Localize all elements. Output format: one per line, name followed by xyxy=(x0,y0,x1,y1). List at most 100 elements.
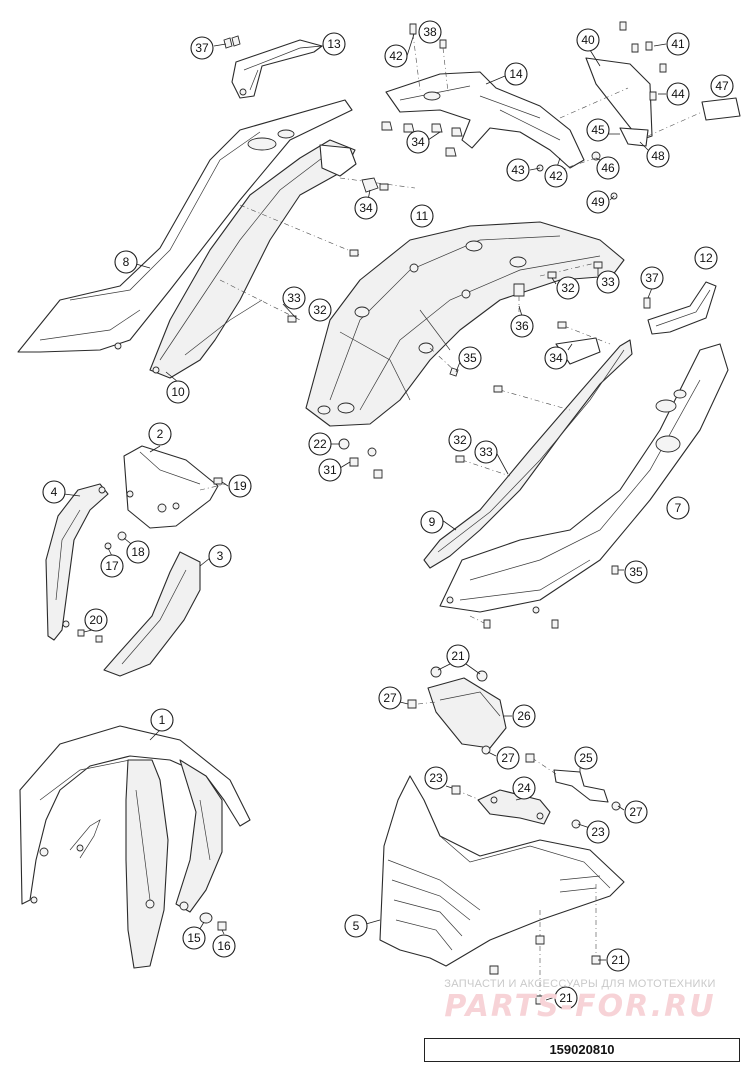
left-screws-dash xyxy=(219,177,416,323)
callout-17[interactable]: 17 xyxy=(100,547,124,578)
callout-18[interactable]: 18 xyxy=(123,537,150,564)
svg-text:27: 27 xyxy=(501,751,515,765)
svg-text:33: 33 xyxy=(287,291,301,305)
part-26-bracket xyxy=(407,666,507,755)
callout-21b[interactable]: 21 xyxy=(598,948,630,972)
svg-text:33: 33 xyxy=(601,275,615,289)
svg-text:47: 47 xyxy=(715,79,729,93)
svg-text:36: 36 xyxy=(515,319,529,333)
callout-1[interactable]: 1 xyxy=(149,708,174,741)
clips-34-top xyxy=(381,121,463,157)
svg-text:1: 1 xyxy=(159,713,166,727)
callout-35b[interactable]: 35 xyxy=(618,560,648,584)
callout-10[interactable]: 10 xyxy=(165,371,190,404)
svg-text:27: 27 xyxy=(629,805,643,819)
callout-19[interactable]: 19 xyxy=(221,474,252,498)
callout-21c[interactable]: 21 xyxy=(545,986,578,1010)
callout-34b[interactable]: 34 xyxy=(354,189,378,220)
callout-27c[interactable]: 27 xyxy=(617,800,648,824)
svg-text:42: 42 xyxy=(389,49,403,63)
callout-9[interactable]: 9 xyxy=(420,510,457,534)
callout-32b[interactable]: 32 xyxy=(551,276,580,300)
callout-34c[interactable]: 34 xyxy=(544,343,573,370)
svg-text:17: 17 xyxy=(105,559,119,573)
callout-40[interactable]: 40 xyxy=(576,28,601,67)
svg-text:19: 19 xyxy=(233,479,247,493)
svg-text:48: 48 xyxy=(651,149,665,163)
callout-41[interactable]: 41 xyxy=(653,32,690,56)
svg-text:8: 8 xyxy=(123,255,130,269)
callout-14[interactable]: 14 xyxy=(485,62,528,86)
svg-text:34: 34 xyxy=(359,201,373,215)
svg-text:35: 35 xyxy=(629,565,643,579)
screws-37-top xyxy=(223,35,241,49)
callout-33a[interactable]: 33 xyxy=(282,286,306,319)
callout-5[interactable]: 5 xyxy=(344,914,381,938)
part-14-tail-unit xyxy=(385,23,585,169)
callout-48[interactable]: 48 xyxy=(639,141,670,168)
svg-text:46: 46 xyxy=(601,161,615,175)
svg-text:14: 14 xyxy=(509,67,523,81)
callout-33c[interactable]: 33 xyxy=(474,440,509,475)
svg-text:12: 12 xyxy=(699,251,713,265)
callout-23b[interactable]: 23 xyxy=(577,820,610,844)
svg-text:22: 22 xyxy=(313,437,327,451)
part-11-rear-tray xyxy=(305,221,625,427)
callout-47[interactable]: 47 xyxy=(710,74,734,98)
callout-4[interactable]: 4 xyxy=(42,480,81,504)
callout-25[interactable]: 25 xyxy=(574,746,598,772)
callout-27a[interactable]: 27 xyxy=(378,686,409,710)
callout-13[interactable]: 13 xyxy=(299,32,346,56)
callout-45[interactable]: 45 xyxy=(586,118,620,142)
svg-text:3: 3 xyxy=(217,549,224,563)
callout-34a[interactable]: 34 xyxy=(406,130,441,154)
svg-text:2: 2 xyxy=(157,427,164,441)
callout-24[interactable]: 24 xyxy=(512,776,536,801)
svg-text:45: 45 xyxy=(591,123,605,137)
callout-15[interactable]: 15 xyxy=(182,921,206,950)
svg-text:5: 5 xyxy=(353,919,360,933)
callout-44[interactable]: 44 xyxy=(658,82,690,106)
callout-31[interactable]: 31 xyxy=(318,458,351,482)
callout-42a[interactable]: 42 xyxy=(384,33,415,68)
callout-2[interactable]: 2 xyxy=(148,422,172,453)
callout-38[interactable]: 38 xyxy=(418,20,442,44)
callout-37a[interactable]: 37 xyxy=(190,36,227,60)
callout-23a[interactable]: 23 xyxy=(424,766,453,790)
svg-text:44: 44 xyxy=(671,87,685,101)
svg-text:38: 38 xyxy=(423,25,437,39)
callout-8[interactable]: 8 xyxy=(114,250,151,274)
svg-text:35: 35 xyxy=(463,351,477,365)
callout-42b[interactable]: 42 xyxy=(544,157,568,188)
svg-text:23: 23 xyxy=(429,771,443,785)
callout-32a[interactable]: 32 xyxy=(308,298,332,322)
callout-3[interactable]: 3 xyxy=(199,544,232,568)
watermark-caption: ЗАПЧАСТИ И АКСЕССУАРЫ ДЛЯ МОТОТЕХНИКИ xyxy=(444,978,716,990)
svg-text:24: 24 xyxy=(517,781,531,795)
svg-text:9: 9 xyxy=(429,515,436,529)
callout-36[interactable]: 36 xyxy=(510,305,534,338)
callout-22[interactable]: 22 xyxy=(308,432,340,456)
callout-7[interactable]: 7 xyxy=(666,496,690,520)
svg-text:21: 21 xyxy=(559,991,573,1005)
callout-12[interactable]: 12 xyxy=(694,246,718,270)
callout-37b[interactable]: 37 xyxy=(640,266,664,299)
svg-text:13: 13 xyxy=(327,37,341,51)
part-3-strip xyxy=(103,551,201,677)
callout-27b[interactable]: 27 xyxy=(487,746,520,770)
svg-text:27: 27 xyxy=(383,691,397,705)
callout-20[interactable]: 20 xyxy=(83,608,108,633)
callout-21a[interactable]: 21 xyxy=(437,644,481,675)
watermark-brand-logo: PARTS-FOR.RU xyxy=(444,989,716,1024)
callout-11[interactable]: 11 xyxy=(410,204,434,228)
callout-43[interactable]: 43 xyxy=(506,158,541,182)
callout-49[interactable]: 49 xyxy=(586,190,615,214)
svg-text:4: 4 xyxy=(51,485,58,499)
callout-16[interactable]: 16 xyxy=(212,929,236,958)
callout-26[interactable]: 26 xyxy=(504,704,536,728)
callout-46[interactable]: 46 xyxy=(595,156,620,180)
callout-32c[interactable]: 32 xyxy=(448,428,472,452)
callout-35a[interactable]: 35 xyxy=(455,346,482,373)
callout-33b[interactable]: 33 xyxy=(596,268,620,294)
